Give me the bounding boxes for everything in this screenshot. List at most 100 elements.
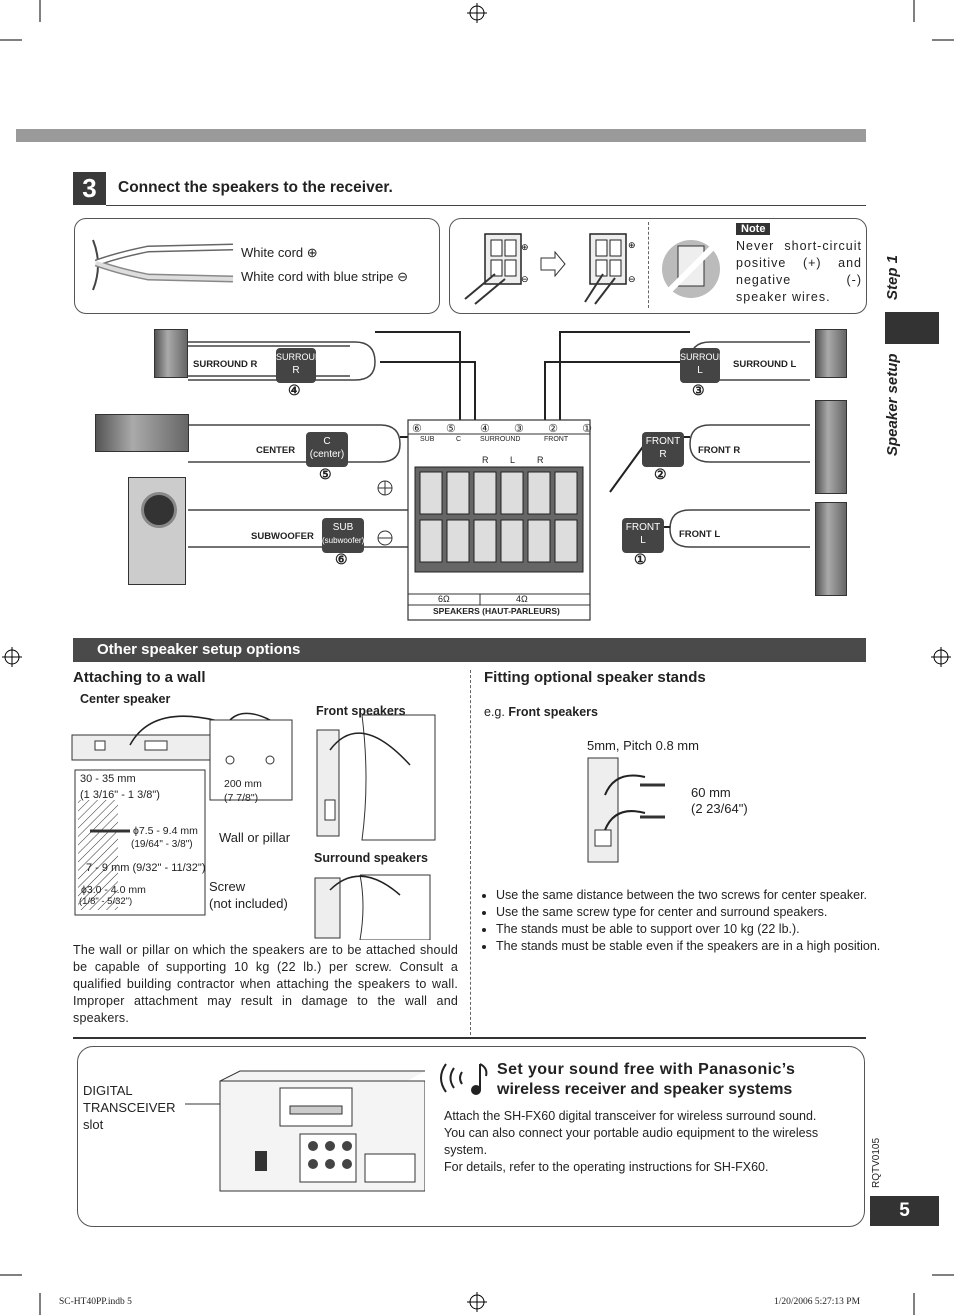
tag-line: R bbox=[659, 449, 667, 460]
bullet: Use the same distance between the two sc… bbox=[496, 887, 881, 904]
wireless-box bbox=[77, 1046, 865, 1227]
side-section-label: Speaker setup bbox=[884, 353, 901, 456]
terminal-rl-label: R bbox=[537, 455, 544, 465]
dim-phi-3: ϕ3.0 - 4.0 mm bbox=[81, 884, 146, 896]
wireless-line: You can also connect your portable audio… bbox=[444, 1126, 819, 1157]
tag-line: FRONT bbox=[625, 522, 661, 533]
footer-date: 1/20/2006 5:27:13 PM bbox=[774, 1297, 861, 1307]
len-label-in: (2 23/64") bbox=[691, 801, 748, 816]
terminal-num: ⑥ bbox=[412, 423, 422, 435]
step-number: 3 bbox=[73, 172, 106, 205]
dim-phi-7-in: (19/64" - 3/8") bbox=[131, 839, 193, 850]
eg-bold: Front speakers bbox=[508, 705, 598, 719]
dim-30-35: 30 - 35 mm bbox=[80, 773, 136, 785]
eg-prefix: e.g. bbox=[484, 705, 505, 719]
note-label: Note bbox=[736, 223, 771, 235]
bullet: The stands must be able to support over … bbox=[496, 921, 881, 938]
dim-phi-3-in: (1/8" - 5/32") bbox=[79, 896, 133, 907]
terminal-num: ⑤ bbox=[446, 423, 456, 435]
num-surround-l: ③ bbox=[692, 382, 705, 398]
wireless-line: For details, refer to the operating inst… bbox=[444, 1160, 769, 1174]
terminal-rl-label: R bbox=[482, 455, 489, 465]
svg-text:⊖: ⊖ bbox=[521, 274, 529, 284]
tag-line: R bbox=[292, 365, 300, 376]
dim-phi-7: ϕ7.5 - 9.4 mm bbox=[133, 825, 198, 837]
tag-line: (subwoofer) bbox=[322, 536, 365, 545]
front-r-label: FRONT R bbox=[698, 445, 741, 456]
page-number: 5 bbox=[870, 1196, 939, 1226]
tag-front-r: FRONT R bbox=[642, 432, 684, 467]
terminal-num: ② bbox=[548, 423, 558, 435]
terminal-num: ① bbox=[582, 423, 592, 435]
tag-sub: SUB (subwoofer) bbox=[322, 518, 364, 553]
tag-line: C bbox=[323, 436, 331, 447]
header-bar bbox=[16, 129, 866, 142]
bullet: Use the same screw type for center and s… bbox=[496, 904, 881, 921]
terminal-group: C bbox=[456, 436, 462, 443]
surround-speakers-heading: Surround speakers bbox=[314, 851, 428, 865]
slot-line: slot bbox=[83, 1117, 104, 1132]
svg-text:⊕: ⊕ bbox=[521, 242, 529, 252]
side-tab bbox=[885, 312, 939, 344]
svg-text:⊕: ⊕ bbox=[628, 240, 636, 250]
surround-l-speaker-image bbox=[815, 329, 847, 378]
surround-r-speaker-image bbox=[154, 329, 188, 378]
terminal-group: FRONT bbox=[544, 436, 569, 443]
terminal-num: ④ bbox=[480, 423, 490, 435]
subwoofer-image bbox=[128, 477, 186, 585]
tag-line: SUB bbox=[332, 522, 354, 533]
note-divider bbox=[648, 222, 649, 308]
terminal-rl-label: L bbox=[510, 455, 516, 465]
front-l-speaker-image bbox=[815, 502, 847, 596]
num-front-l: ① bbox=[634, 551, 647, 567]
speaker-wiring-diagram bbox=[188, 331, 810, 621]
step-title: Connect the speakers to the receiver. bbox=[118, 179, 393, 196]
wall-paragraph: The wall or pillar on which the speakers… bbox=[73, 943, 458, 1025]
terminal-group: SUB bbox=[420, 436, 435, 443]
slot-line: DIGITAL bbox=[83, 1083, 133, 1098]
dim-200-in: (7 7/8") bbox=[224, 792, 259, 804]
terminal-footer: SPEAKERS (HAUT-PARLEURS) bbox=[433, 606, 560, 616]
ohm-4: 4Ω bbox=[516, 594, 528, 604]
tag-line: L bbox=[640, 535, 646, 546]
subwoofer-label: SUBWOOFER bbox=[251, 531, 314, 542]
tag-line: FRONT bbox=[645, 436, 681, 447]
dim-200: 200 mm bbox=[224, 778, 262, 790]
receiver-back-panel bbox=[185, 1070, 425, 1192]
wireless-title-2: wireless receiver and speaker systems bbox=[497, 1081, 793, 1098]
wall-mount-illustration bbox=[71, 712, 436, 940]
stand-illustration bbox=[587, 757, 665, 863]
footer-file: SC-HT40PP.indb 5 bbox=[59, 1297, 132, 1307]
cord-legend-box bbox=[74, 218, 440, 314]
center-speaker-image bbox=[95, 414, 189, 452]
front-l-label: FRONT L bbox=[679, 529, 721, 540]
note-text: Never short-circuit positive (+) and neg… bbox=[736, 239, 862, 304]
divider bbox=[106, 205, 866, 206]
tag-front-l: FRONT L bbox=[622, 518, 664, 553]
num-front-r: ② bbox=[654, 466, 667, 482]
no-short-circuit-icon bbox=[662, 240, 720, 298]
tag-line: L bbox=[697, 365, 703, 376]
wireless-title-1: Set your sound free with Panasonic’s bbox=[497, 1061, 796, 1078]
section-divider bbox=[73, 1037, 866, 1039]
tag-center: C (center) bbox=[306, 432, 348, 467]
surround-r-label: SURROUND R bbox=[193, 359, 258, 370]
column-divider bbox=[470, 670, 471, 1035]
wireless-line: Attach the SH-FX60 digital transceiver f… bbox=[444, 1109, 817, 1123]
tag-line: (center) bbox=[309, 449, 345, 460]
white-cord-label: White cord ⊕ bbox=[241, 245, 318, 260]
num-surround-r: ④ bbox=[288, 382, 301, 398]
bullet: The stands must be stable even if the sp… bbox=[496, 938, 881, 955]
slot-line: TRANSCEIVER bbox=[83, 1100, 176, 1115]
section-bar bbox=[73, 638, 866, 662]
page-code: RQTV0105 bbox=[871, 1137, 882, 1188]
dim-30-35-in: (1 3/16" - 1 3/8") bbox=[80, 789, 160, 801]
pitch-label: 5mm, Pitch 0.8 mm bbox=[587, 738, 699, 753]
num-center: ⑤ bbox=[319, 466, 332, 482]
wall-or-pillar-label: Wall or pillar bbox=[219, 830, 291, 845]
terminal-step-illustration: ⊕⊖ ⊕⊖ bbox=[464, 233, 636, 305]
